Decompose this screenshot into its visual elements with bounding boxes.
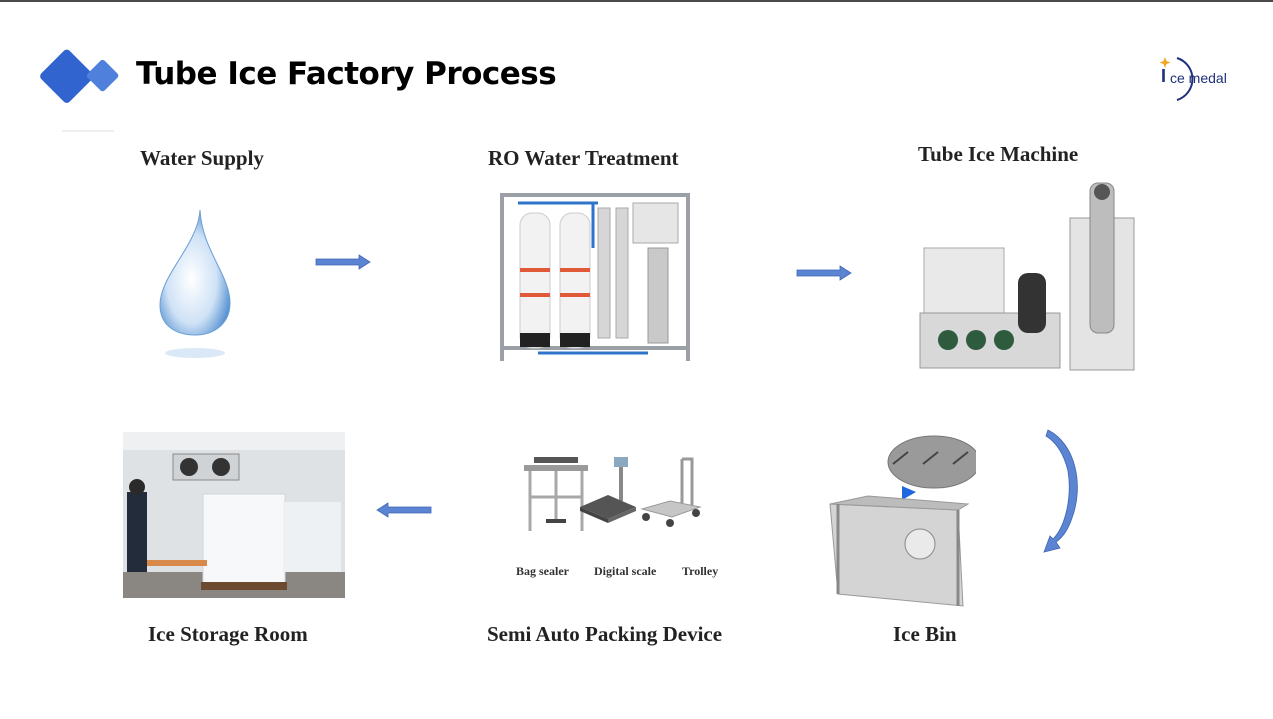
digital-scale-image [580, 457, 636, 523]
ro-treatment-unit-image [500, 193, 690, 361]
arrow-left-icon [376, 502, 432, 518]
step-label-ro-water-treatment: RO Water Treatment [488, 146, 679, 170]
bag-sealer-image [524, 457, 588, 531]
step-label-tube-ice-machine: Tube Ice Machine [918, 142, 1079, 166]
brand-name: ce medal [1170, 70, 1227, 86]
top-border [0, 0, 1273, 2]
caption-trolley: Trolley [682, 564, 719, 578]
ice-medal-logo-icon [1159, 57, 1194, 101]
title-divider [62, 130, 114, 132]
caption-bag-sealer: Bag sealer [516, 564, 569, 578]
ice-storage-room-image [123, 432, 345, 598]
diamond-logo-icon [40, 49, 119, 103]
step-label-ice-bin: Ice Bin [893, 622, 957, 646]
step-label-semi-auto-packing-device: Semi Auto Packing Device [487, 622, 723, 646]
step-label-ice-storage-room: Ice Storage Room [148, 622, 308, 646]
curved-arrow-down-icon [1043, 429, 1078, 553]
arrow-right-icon [796, 265, 852, 281]
tube-ice-machine-image [919, 182, 1135, 371]
arrow-right-icon [315, 254, 371, 270]
slide-title: Tube Ice Factory Process [136, 56, 557, 92]
water-drop-icon [159, 209, 231, 358]
caption-digital-scale: Digital scale [594, 564, 657, 578]
brand-initial: I [1161, 66, 1167, 86]
step-label-water-supply: Water Supply [140, 146, 264, 170]
trolley-image [640, 457, 702, 527]
ice-bin-image [829, 435, 976, 607]
